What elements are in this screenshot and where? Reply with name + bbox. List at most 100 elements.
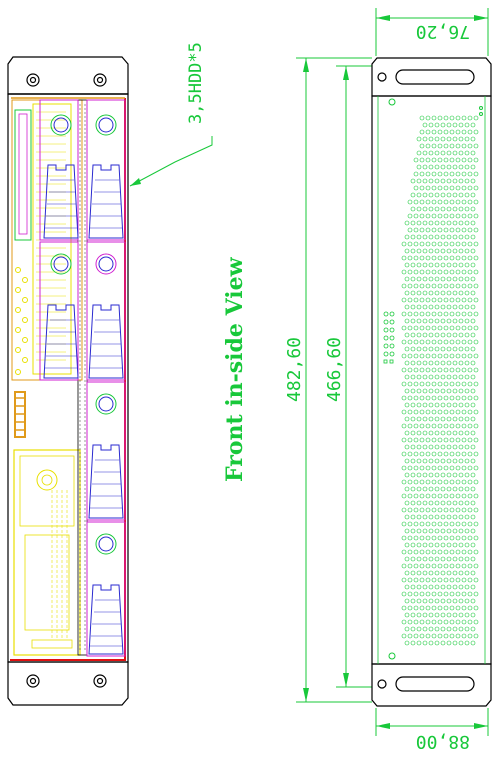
vent-hole bbox=[467, 395, 473, 401]
vent-hole bbox=[449, 535, 455, 541]
hdd-bay-2 bbox=[43, 253, 79, 379]
vent-hole bbox=[455, 129, 461, 135]
vent-hole bbox=[473, 353, 479, 359]
vent-hole bbox=[434, 430, 440, 436]
vent-hole bbox=[467, 241, 473, 247]
vent-hole bbox=[470, 416, 476, 422]
vent-hole bbox=[434, 248, 440, 254]
vent-hole bbox=[461, 605, 467, 611]
vent-hole bbox=[404, 360, 410, 366]
vent-hole bbox=[437, 227, 443, 233]
vent-hole bbox=[452, 220, 458, 226]
vent-hole bbox=[461, 451, 467, 457]
vent-hole bbox=[431, 549, 437, 555]
vent-hole bbox=[413, 297, 419, 303]
vent-hole bbox=[437, 451, 443, 457]
vent-hole bbox=[467, 311, 473, 317]
vent-hole bbox=[425, 591, 431, 597]
vent-hole bbox=[473, 129, 479, 135]
vent-hole bbox=[431, 381, 437, 387]
vent-hole bbox=[458, 290, 464, 296]
vent-hole bbox=[461, 465, 467, 471]
vent-hole bbox=[422, 318, 428, 324]
vent-hole bbox=[449, 339, 455, 345]
vent-hole bbox=[467, 255, 473, 261]
vent-hole bbox=[410, 458, 416, 464]
vent-hole bbox=[416, 598, 422, 604]
vent-hole bbox=[422, 248, 428, 254]
vent-hole bbox=[437, 367, 443, 373]
vent-hole bbox=[449, 171, 455, 177]
vent-hole bbox=[413, 255, 419, 261]
vent-hole bbox=[413, 199, 419, 205]
vent-hole bbox=[428, 290, 434, 296]
vent-hole bbox=[413, 423, 419, 429]
vent-hole bbox=[464, 360, 470, 366]
vent-hole bbox=[440, 262, 446, 268]
vent-hole bbox=[413, 451, 419, 457]
vent-hole bbox=[425, 213, 431, 219]
vent-hole bbox=[473, 633, 479, 639]
vent-hole bbox=[440, 542, 446, 548]
vent-hole bbox=[407, 437, 413, 443]
vent-hole bbox=[422, 346, 428, 352]
vent-hole bbox=[440, 234, 446, 240]
vent-hole bbox=[449, 255, 455, 261]
vent-hole bbox=[404, 584, 410, 590]
vent-hole bbox=[431, 325, 437, 331]
vent-hole bbox=[437, 437, 443, 443]
vent-hole bbox=[467, 115, 473, 121]
vent-hole bbox=[404, 402, 410, 408]
vent-hole bbox=[422, 122, 428, 128]
vent-hole bbox=[416, 290, 422, 296]
vent-hole bbox=[461, 381, 467, 387]
vent-hole bbox=[455, 325, 461, 331]
vent-hole bbox=[467, 409, 473, 415]
vent-hole bbox=[422, 416, 428, 422]
vent-hole bbox=[473, 115, 479, 121]
vent-hole bbox=[428, 542, 434, 548]
vent-hole bbox=[434, 290, 440, 296]
vent-hole bbox=[470, 570, 476, 576]
vent-hole bbox=[413, 395, 419, 401]
mainboard-area bbox=[11, 99, 83, 656]
vent-hole bbox=[428, 472, 434, 478]
vent-hole bbox=[401, 297, 407, 303]
vent-hole bbox=[452, 290, 458, 296]
vent-hole bbox=[452, 584, 458, 590]
vent-hole bbox=[401, 269, 407, 275]
vent-hole bbox=[467, 605, 473, 611]
hdd-bay-4 bbox=[88, 253, 124, 379]
vent-hole bbox=[449, 493, 455, 499]
vent-hole bbox=[446, 136, 452, 142]
vent-hole bbox=[404, 248, 410, 254]
vent-hole bbox=[416, 458, 422, 464]
vent-hole bbox=[452, 598, 458, 604]
vent-hole bbox=[458, 444, 464, 450]
vent-hole bbox=[455, 591, 461, 597]
vent-hole bbox=[446, 640, 452, 646]
vent-hole bbox=[464, 542, 470, 548]
vent-hole bbox=[428, 220, 434, 226]
vent-hole bbox=[416, 612, 422, 618]
vent-hole bbox=[410, 346, 416, 352]
vent-hole bbox=[434, 542, 440, 548]
vent-hole bbox=[452, 472, 458, 478]
vent-hole bbox=[446, 444, 452, 450]
vent-hole bbox=[419, 129, 425, 135]
vent-hole bbox=[422, 206, 428, 212]
vent-hole bbox=[416, 150, 422, 156]
vent-hole bbox=[425, 437, 431, 443]
vent-hole bbox=[419, 549, 425, 555]
vent-hole bbox=[461, 535, 467, 541]
vent-hole bbox=[434, 388, 440, 394]
vent-hole bbox=[404, 430, 410, 436]
vent-hole bbox=[449, 241, 455, 247]
vent-hole bbox=[461, 493, 467, 499]
vent-hole bbox=[452, 318, 458, 324]
vent-hole bbox=[404, 444, 410, 450]
vent-hole bbox=[440, 150, 446, 156]
vent-hole bbox=[443, 451, 449, 457]
vent-hole bbox=[434, 444, 440, 450]
vent-hole bbox=[461, 283, 467, 289]
